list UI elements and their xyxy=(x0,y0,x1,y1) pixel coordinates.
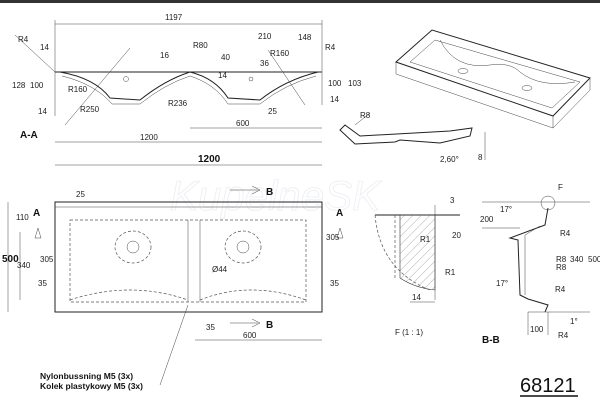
dim-600: 600 xyxy=(236,119,250,128)
isometric-view xyxy=(395,29,591,129)
dim-100-bb: 100 xyxy=(530,325,544,334)
dim-200: 200 xyxy=(480,215,494,224)
side-profile-view xyxy=(339,112,486,160)
dim-17deg-top: 17° xyxy=(500,205,512,214)
section-mark-a-left: A xyxy=(33,208,40,219)
dim-diameter-44: Ø44 xyxy=(212,265,228,274)
dim-r8: R8 xyxy=(360,111,371,120)
dim-angle-2-60: 2,60° xyxy=(440,155,459,164)
dim-14-bottom: 14 xyxy=(38,107,47,116)
dim-r1-a: R1 xyxy=(420,235,431,244)
dim-17deg-bottom: 17° xyxy=(496,279,508,288)
dim-305-left: 305 xyxy=(40,255,54,264)
dim-r8-a: R8 xyxy=(556,255,567,264)
dim-r4-mid: R4 xyxy=(555,285,566,294)
dim-r80: R80 xyxy=(193,41,208,50)
dim-128: 128 xyxy=(12,81,26,90)
dim-600-plan: 600 xyxy=(243,331,257,340)
dim-r4: R4 xyxy=(18,35,29,44)
dim-40: 40 xyxy=(221,53,230,62)
section-bb-label: B-B xyxy=(482,335,500,346)
dim-35-right: 35 xyxy=(330,279,339,288)
dim-r1-b: R1 xyxy=(445,268,456,277)
dim-14-right: 14 xyxy=(330,95,339,104)
dim-100-right: 100 xyxy=(328,79,342,88)
dim-35-bottom: 35 xyxy=(206,323,215,332)
section-bb-view xyxy=(482,195,590,335)
note-line-2: Kolek plastykowy M5 (3x) xyxy=(40,381,143,391)
dim-500-bb: 500 xyxy=(588,255,600,264)
dim-r160: R160 xyxy=(270,49,290,58)
dim-3: 3 xyxy=(450,196,455,205)
dim-25-plan: 25 xyxy=(76,190,85,199)
dim-36: 36 xyxy=(260,59,269,68)
dim-r4-top: R4 xyxy=(560,229,571,238)
dim-210: 210 xyxy=(258,32,272,41)
dim-100: 100 xyxy=(30,81,44,90)
note-line-1: Nylonbussning M5 (3x) xyxy=(40,371,133,381)
dim-8: 8 xyxy=(478,153,483,162)
dim-1197: 1197 xyxy=(165,13,183,22)
dim-14-mid: 14 xyxy=(218,71,227,80)
dim-r8-b: R8 xyxy=(556,263,567,272)
dim-r160-left: R160 xyxy=(68,85,88,94)
dim-r236: R236 xyxy=(168,99,188,108)
dim-14-detail: 14 xyxy=(412,293,421,302)
dim-16: 16 xyxy=(160,51,169,60)
dim-14: 14 xyxy=(40,43,49,52)
section-mark-a-right: A xyxy=(336,208,343,219)
dim-305-right: 305 xyxy=(326,233,340,242)
dim-500: 500 xyxy=(2,254,19,265)
top-border xyxy=(0,0,600,3)
detail-f-view xyxy=(374,205,460,303)
dim-148: 148 xyxy=(298,33,312,42)
dim-r4-right: R4 xyxy=(325,43,336,52)
dim-340: 340 xyxy=(17,261,31,270)
section-aa-label: A-A xyxy=(20,130,38,141)
dim-1200-plan: 1200 xyxy=(198,154,221,165)
section-mark-b-bottom: B xyxy=(266,320,273,331)
plan-view xyxy=(7,164,344,386)
dim-r250: R250 xyxy=(80,105,100,114)
detail-f-marker: F xyxy=(558,183,563,192)
dim-1deg: 1° xyxy=(570,317,578,326)
dim-340-bb: 340 xyxy=(570,255,584,264)
dim-110: 110 xyxy=(16,213,29,222)
drawing-number: 68121 xyxy=(520,375,576,397)
dim-1200: 1200 xyxy=(140,133,158,142)
dim-103: 103 xyxy=(348,79,362,88)
dim-r4-bottom: R4 xyxy=(558,331,569,340)
detail-f-label: F (1 : 1) xyxy=(395,328,423,337)
section-aa-view xyxy=(14,20,323,143)
dim-25: 25 xyxy=(268,107,277,116)
dim-35-left: 35 xyxy=(38,279,47,288)
section-mark-b-top: B xyxy=(266,187,273,198)
watermark: KupelneSK xyxy=(170,172,382,219)
dim-20: 20 xyxy=(452,231,461,240)
